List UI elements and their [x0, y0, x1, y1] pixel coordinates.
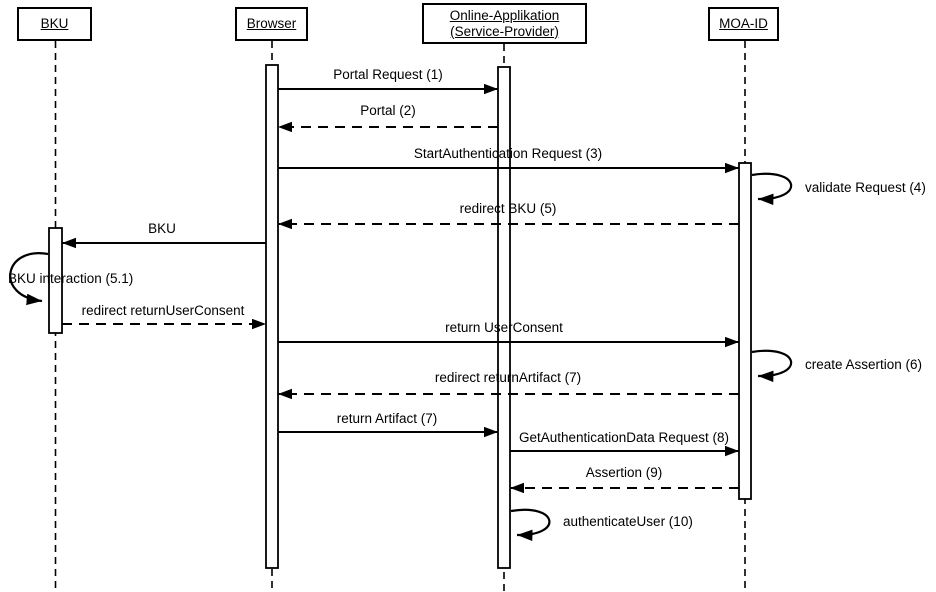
message-label-create-assertion: create Assertion (6): [805, 357, 923, 372]
message-label-get-authentication-data-request: GetAuthenticationData Request (8): [518, 430, 730, 445]
message-label-return-artifact: return Artifact (7): [336, 411, 438, 426]
actor-box-bku: BKU: [17, 7, 92, 41]
activation-online-app: [497, 66, 511, 569]
message-label-portal: Portal (2): [360, 103, 416, 118]
message-label-assertion: Assertion (9): [585, 465, 663, 480]
actor-box-online-app: Online-Applikation (Service-Provider): [422, 3, 587, 44]
message-label-redirect-return-artifact: redirect returnArtifact (7): [434, 370, 582, 385]
message-loop-authenticate-user: [510, 508, 551, 542]
message-label-bku-interaction: BKU interaction (5.1): [8, 271, 134, 286]
message-label-start-authentication-request: StartAuthentication Request (3): [413, 146, 603, 161]
activation-moa-id: [738, 162, 752, 500]
message-loop-create-assertion: [751, 349, 793, 383]
message-loop-bku-interaction: [9, 252, 49, 306]
actor-box-browser: Browser: [235, 7, 308, 41]
message-label-redirect-return-user-consent: redirect returnUserConsent: [81, 303, 245, 318]
message-label-return-user-consent: return UserConsent: [445, 320, 563, 335]
activation-browser: [265, 64, 279, 569]
message-label-validate-request: validate Request (4): [805, 180, 926, 195]
message-label-redirect-bku: redirect BKU (5): [459, 201, 557, 216]
actor-label-online-app: Online-Applikation (Service-Provider): [449, 7, 560, 39]
activation-bku: [48, 227, 63, 334]
message-loop-validate-request: [751, 172, 793, 206]
message-label-bku: BKU: [148, 221, 176, 236]
actor-box-moa-id: MOA-ID: [708, 7, 779, 41]
message-label-authenticate-user: authenticateUser (10): [563, 514, 693, 529]
actor-label-moa-id: MOA-ID: [719, 16, 768, 31]
message-label-portal-request: Portal Request (1): [333, 67, 443, 82]
actor-label-bku: BKU: [40, 16, 69, 31]
actor-label-browser: Browser: [246, 16, 297, 31]
